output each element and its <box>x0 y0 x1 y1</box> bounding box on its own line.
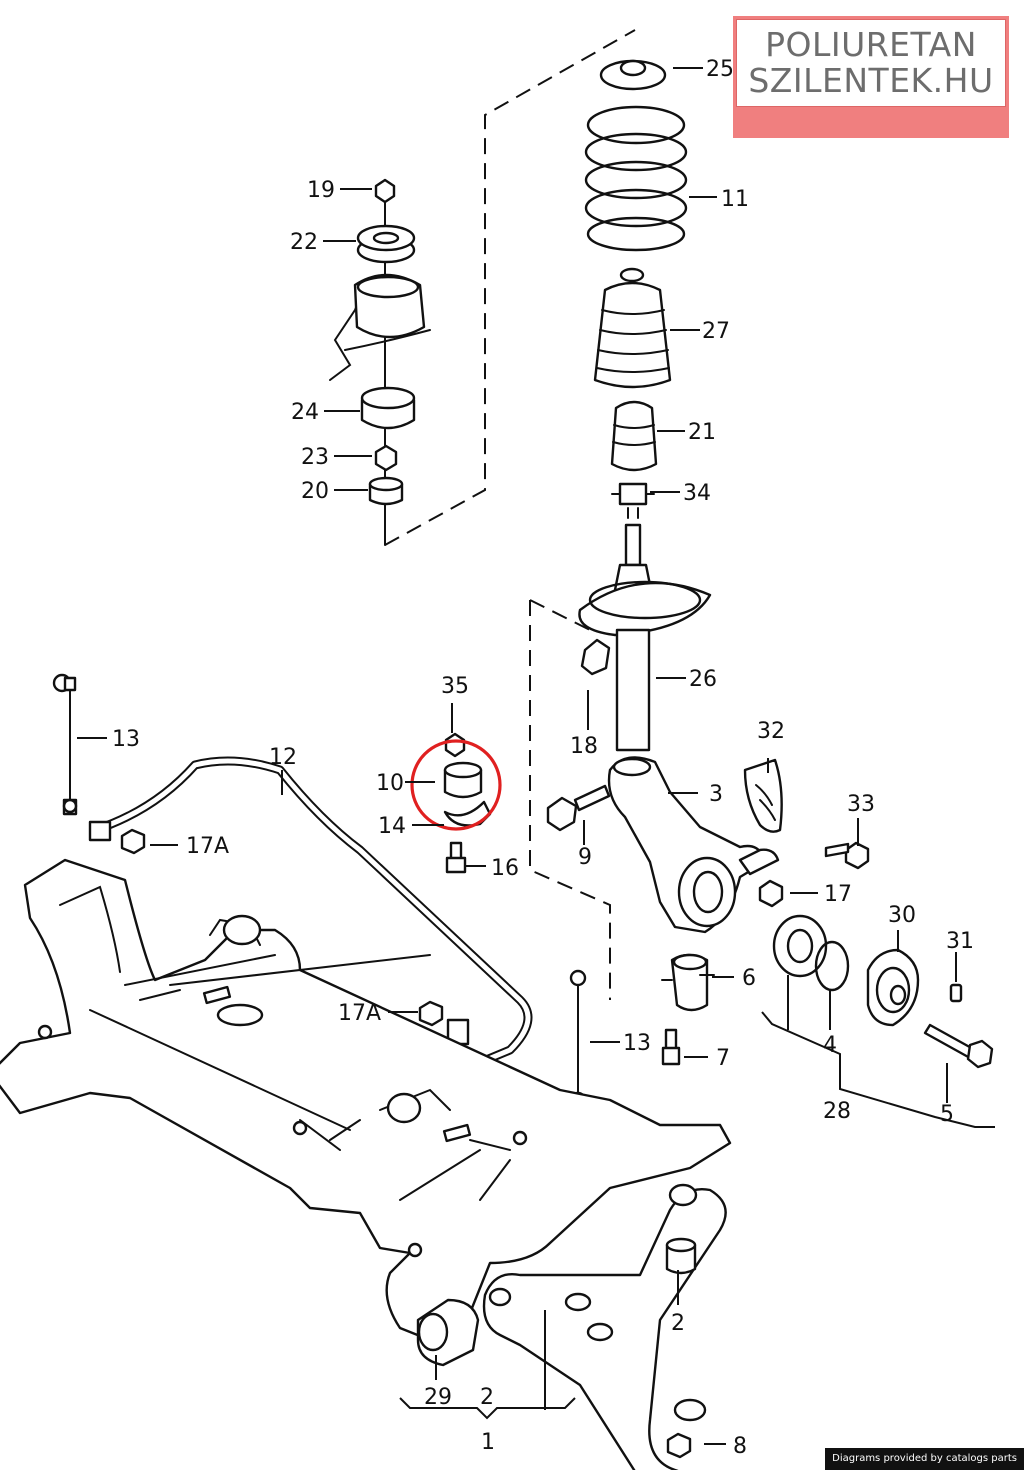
callout-2-rear: 2 <box>671 1311 685 1336</box>
callout-17a-right: 17A <box>338 1001 381 1026</box>
bush-2-rear <box>665 1237 697 1275</box>
nut-17 <box>758 879 784 908</box>
nut-8 <box>666 1432 692 1459</box>
callout-17: 17 <box>824 882 852 907</box>
bolt-7 <box>661 1028 681 1066</box>
callout-13-left: 13 <box>112 727 140 752</box>
bush-29 <box>416 1298 480 1367</box>
callout-8: 8 <box>733 1434 747 1459</box>
stabilizer-bar-12 <box>88 756 533 1080</box>
mount-cap-22 <box>356 224 416 264</box>
callout-7: 7 <box>716 1046 730 1071</box>
stop-34 <box>611 482 655 519</box>
callout-labels: 25 11 27 21 34 19 22 24 23 20 26 18 3 9 … <box>112 57 974 1459</box>
circlip-4 <box>814 940 850 992</box>
nut-23 <box>374 444 398 472</box>
bush-10 <box>443 761 483 799</box>
callout-34: 34 <box>683 481 711 506</box>
callout-26: 26 <box>689 667 717 692</box>
rubber-mount-24 <box>360 386 416 430</box>
shield-32 <box>743 758 783 833</box>
callout-23: 23 <box>301 445 329 470</box>
highlight-circle <box>410 739 502 831</box>
dust-boot-27 <box>593 267 672 389</box>
callout-28: 28 <box>823 1099 851 1124</box>
callout-2-front: 2 <box>480 1385 494 1410</box>
callout-30: 30 <box>888 903 916 928</box>
strut-assembly <box>578 59 712 752</box>
drop-link-13-left <box>52 673 78 816</box>
callout-16: 16 <box>491 856 519 881</box>
nut-17a-right <box>418 1000 444 1027</box>
hub-30 <box>866 948 920 1027</box>
callout-18: 18 <box>570 734 598 759</box>
drop-link-13-right <box>569 969 587 1109</box>
leader-lines <box>77 67 995 1445</box>
bolt-9 <box>546 784 611 832</box>
callout-9: 9 <box>578 845 592 870</box>
callout-27: 27 <box>702 319 730 344</box>
callout-6: 6 <box>742 966 756 991</box>
callout-24: 24 <box>291 400 319 425</box>
dashed-guide-lines <box>384 29 636 1000</box>
nut-19 <box>374 178 396 204</box>
callout-35: 35 <box>441 674 469 699</box>
callout-29: 29 <box>424 1385 452 1410</box>
callout-3: 3 <box>709 782 723 807</box>
callout-22: 22 <box>290 230 318 255</box>
watermark-box: POLIURETAN SZILENTEK.HU <box>736 19 1006 107</box>
hub-assembly <box>772 914 994 1069</box>
callout-32: 32 <box>757 719 785 744</box>
callout-5: 5 <box>940 1102 954 1127</box>
callout-31: 31 <box>946 929 974 954</box>
watermark-banner: POLIURETAN SZILENTEK.HU <box>733 16 1009 138</box>
callout-20: 20 <box>301 479 329 504</box>
callout-19: 19 <box>307 178 335 203</box>
shock-absorber-26 <box>578 523 712 752</box>
callout-13-right: 13 <box>623 1031 651 1056</box>
lower-control-arm <box>416 1183 727 1470</box>
bolt-33 <box>824 841 870 870</box>
ball-joint-6 <box>661 953 715 1012</box>
nut-17a-left <box>120 828 146 855</box>
callout-12: 12 <box>269 745 297 770</box>
callout-17a-left: 17A <box>186 834 229 859</box>
strut-mount-stack <box>329 178 431 546</box>
callout-14: 14 <box>378 814 406 839</box>
nut-35 <box>444 732 466 758</box>
bump-stop-21 <box>610 400 658 472</box>
subframe <box>0 858 732 1350</box>
callout-21: 21 <box>688 420 716 445</box>
clamp-14 <box>443 800 492 827</box>
knuckle-area <box>546 756 870 1066</box>
stabilizer-bush-group <box>410 732 502 874</box>
callout-10: 10 <box>376 771 404 796</box>
body-tower <box>329 273 431 381</box>
bolt-5 <box>923 1023 994 1069</box>
bushing-20 <box>368 476 404 506</box>
credit-label: Diagrams provided by catalogs parts <box>825 1448 1024 1470</box>
stabilizer-left-parts <box>52 673 587 1109</box>
stud-31 <box>949 983 963 1003</box>
callout-11: 11 <box>721 187 749 212</box>
callout-4: 4 <box>823 1033 837 1058</box>
knuckle-3 <box>607 756 780 934</box>
callout-33: 33 <box>847 792 875 817</box>
coil-spring-11 <box>584 105 688 252</box>
callout-1: 1 <box>481 1430 495 1455</box>
callout-25: 25 <box>706 57 734 82</box>
bearing <box>772 914 828 978</box>
watermark-line-1: POLIURETAN <box>765 25 977 64</box>
spring-seat-25 <box>599 59 667 91</box>
watermark-line-2: SZILENTEK.HU <box>748 61 994 100</box>
bolt-16 <box>445 841 467 874</box>
